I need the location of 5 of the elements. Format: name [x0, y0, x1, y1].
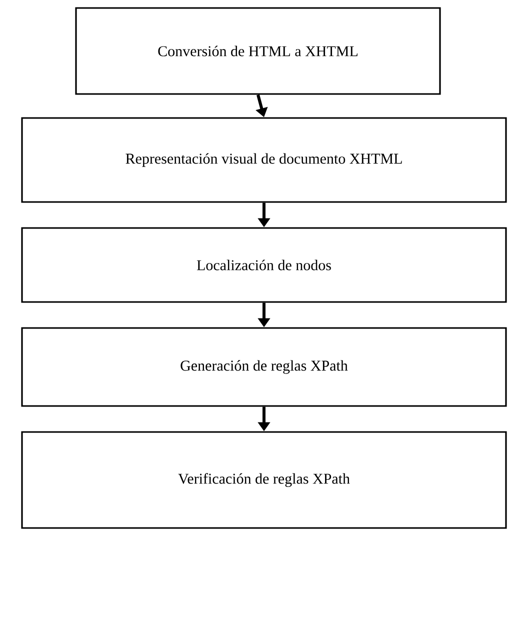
process-box: Representación visual de documento XHTML — [21, 117, 507, 203]
process-box: Verificación de reglas XPath — [21, 431, 507, 529]
process-box: Generación de reglas XPath — [21, 327, 507, 407]
process-box: Localización de nodos — [21, 227, 507, 303]
process-box: Conversión de HTML a XHTML — [75, 7, 441, 95]
